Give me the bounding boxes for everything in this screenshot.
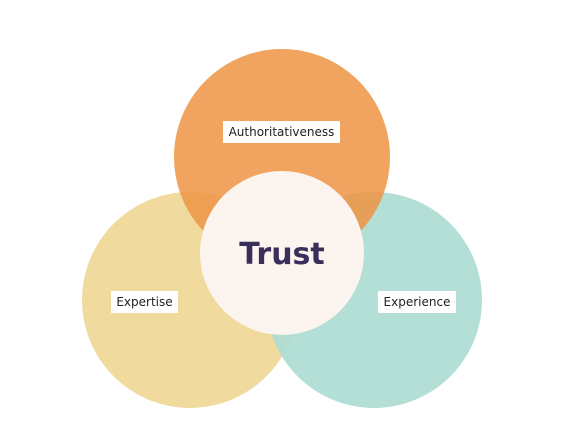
experience-label-text: Experience — [384, 295, 451, 309]
experience-label: Experience — [378, 291, 456, 313]
expertise-label-box — [111, 291, 178, 313]
authoritativeness-label-text: Authoritativeness — [229, 125, 335, 139]
authoritativeness-label-box — [223, 121, 340, 143]
experience-label-box — [378, 291, 456, 313]
expertise-label-text: Expertise — [116, 295, 172, 309]
trust-circle — [200, 171, 364, 335]
trust-label: Trust — [239, 237, 325, 272]
expertise-label: Expertise — [111, 291, 178, 313]
authoritativeness-label: Authoritativeness — [223, 121, 340, 143]
